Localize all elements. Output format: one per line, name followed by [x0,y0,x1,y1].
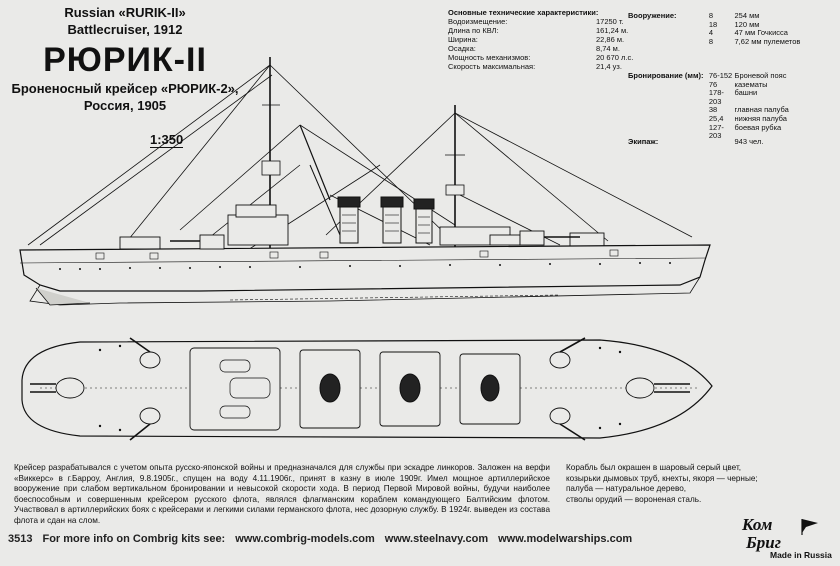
made-in-russia: Made in Russia [770,550,832,560]
footer: 3513 For more info on Combrig kits see: … [8,533,632,545]
russian-subtitle-line2: Россия, 1905 [83,98,167,113]
logo-line2: Бриг [746,533,782,552]
paint-scheme-note: Корабль был окрашен в шаровый серый цвет… [566,463,772,505]
english-title-line1: Russian «RURIK-II» [64,5,186,20]
spec-row: Осадка:8,74 м. [448,44,620,53]
spec-row: Мощность механизмов:20 670 л.с. [448,53,634,62]
paint-line2: палуба — натуральное дерево, [566,484,687,494]
kit-code: 3513 [8,533,33,545]
spec-row: Водоизмещение:17250 т. [448,17,624,26]
logo-line1: Ком [742,515,773,534]
paint-line1: Корабль был окрашен в шаровый серый цвет… [566,463,758,483]
link-steelnavy[interactable]: www.steelnavy.com [384,533,489,545]
spec-row: Скорость максимальная:21,4 уз. [448,62,622,71]
russian-subtitle: Броненосный крейсер «РЮРИК-2», Россия, 1… [0,80,250,114]
crew-row: Экипаж: 943 чел. [628,137,840,147]
pennant-flag-icon [801,519,818,535]
spec-row: Длина по КВЛ:161,24 м. [448,26,629,35]
armor-label: Бронирование (мм): [628,71,704,80]
link-combrig[interactable]: www.combrig-models.com [235,533,375,545]
footer-info: For more info on Combrig kits see: [42,533,226,545]
crew-label: Экипаж: [628,137,659,146]
link-modelwarships[interactable]: www.modelwarships.com [498,533,633,545]
armament-label: Вооружение: [628,11,677,20]
specs-table: Основные технические характеристики: Вод… [448,8,663,71]
combrig-logo: Ком Бриг Made in Russia [736,515,834,563]
ship-side-profile [19,57,711,306]
spec-row: Ширина:22,86 м. [448,35,625,44]
history-description: Крейсер разрабатывался с учетом опыта ру… [14,463,550,525]
english-title: Russian «RURIK-II» Battlecruiser, 1912 [0,4,250,38]
crew-value: 943 чел. [734,137,764,146]
russian-title: РЮРИК-II [43,41,207,79]
specs-heading: Основные технические характеристики: [448,8,599,17]
ship-plan-view [21,337,713,441]
paint-line3: стволы орудий — вороненая сталь. [566,494,702,504]
english-title-line2: Battlecruiser, 1912 [67,22,183,37]
russian-subtitle-line1: Броненосный крейсер «РЮРИК-2», [11,81,239,96]
